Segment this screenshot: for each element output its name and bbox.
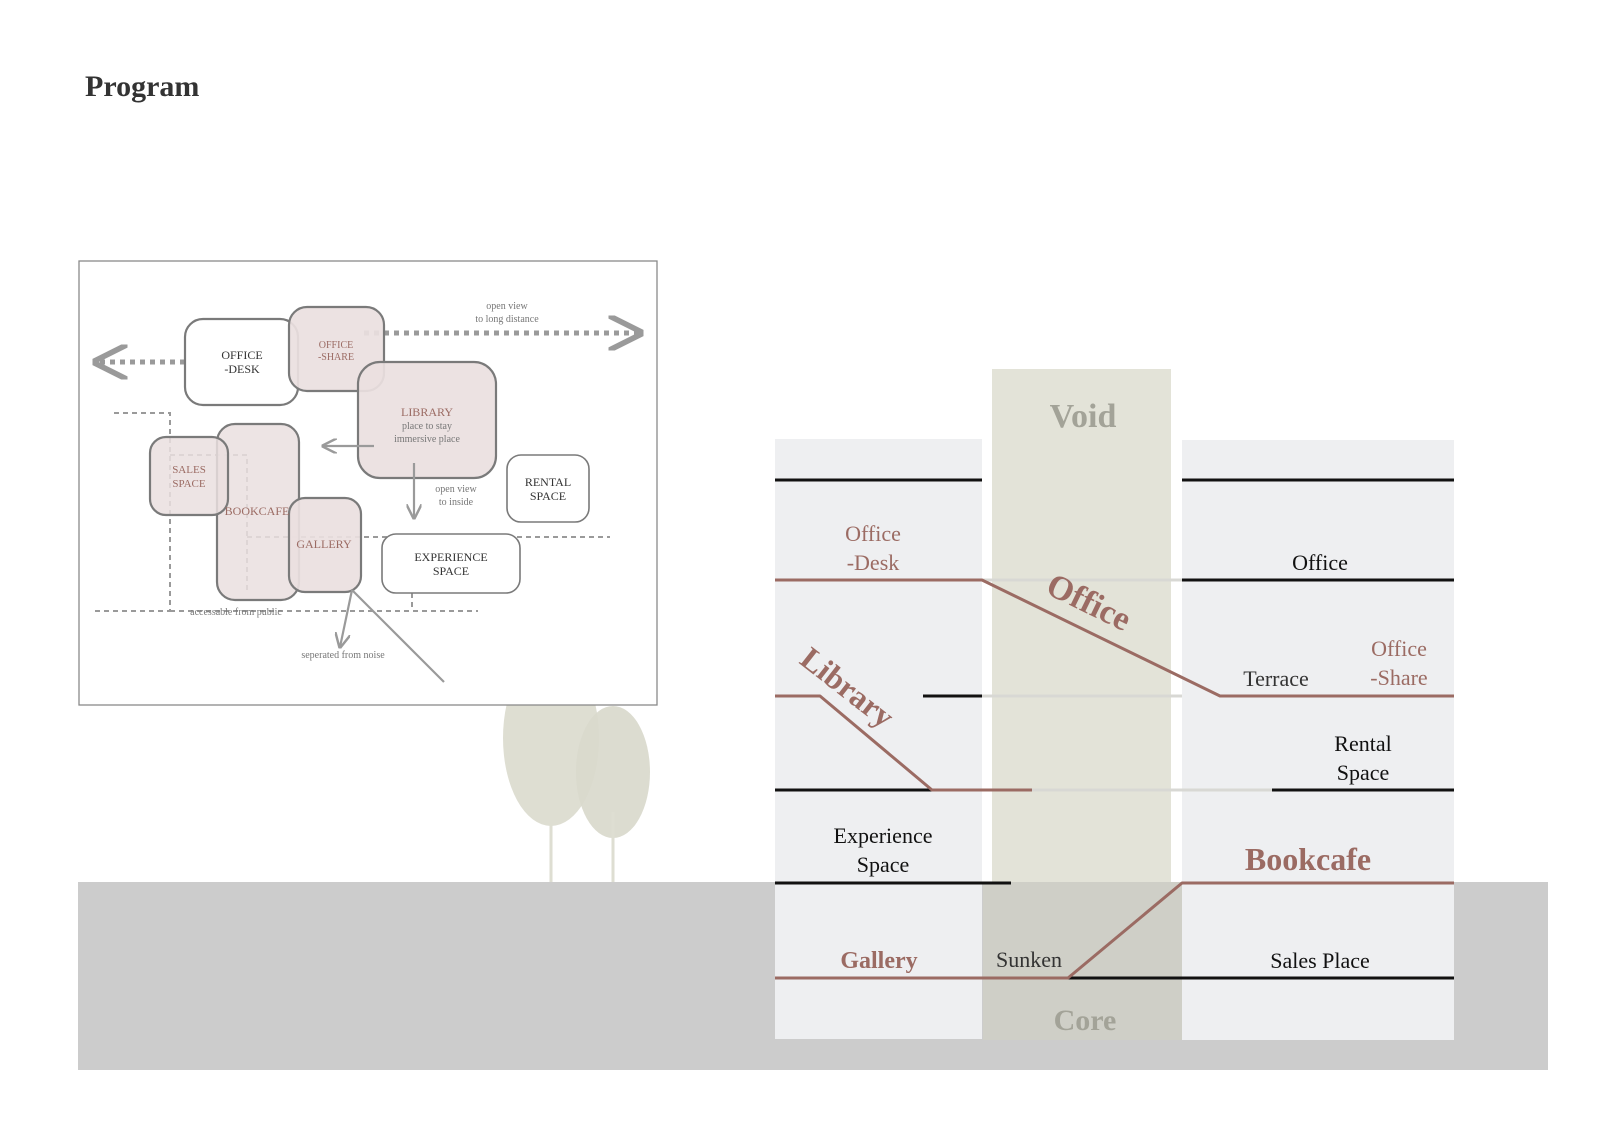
office-share-label: OFFICE-SHARE	[318, 340, 354, 363]
rental-space-section-line-2: Space	[1337, 760, 1390, 785]
bookcafe-label: BOOKCAFE	[225, 504, 290, 518]
section-right-block	[1182, 440, 1454, 1040]
library-line-1: LIBRARY	[401, 405, 453, 419]
sales-space-line-1: SALES	[172, 464, 206, 476]
rental-space-bubble	[506, 454, 590, 523]
void-column	[992, 369, 1171, 882]
gallery-down-arrow	[340, 589, 354, 647]
office-desk-section-line-2: -Desk	[847, 550, 900, 575]
office-share-section-label: Office -Share	[1370, 636, 1427, 690]
sales-place-label: Sales Place	[1270, 948, 1370, 973]
gallery-label: GALLERY	[296, 537, 352, 551]
tree-canopy-small	[576, 706, 650, 838]
separated-label: seperated from noise	[301, 650, 385, 661]
library-bubble	[356, 360, 498, 480]
core-label: Core	[1054, 1004, 1117, 1037]
rental-space-line-2: SPACE	[530, 489, 566, 503]
open-view-inside-line-2: to inside	[439, 497, 474, 508]
office-share-line-2: -SHARE	[318, 352, 354, 363]
open-view-long-line-1: open view	[486, 301, 528, 312]
library-line-3: immersive place	[394, 434, 460, 445]
sales-space-label: SALES SPACE	[172, 464, 206, 490]
library-program-line	[775, 694, 1032, 792]
office-share-section-line-1: Office	[1371, 636, 1427, 661]
rental-space-section-line-1: Rental	[1334, 731, 1391, 756]
sunken-label: Sunken	[996, 947, 1062, 972]
section-left-block	[775, 439, 982, 1039]
experience-space-section-line-2: Space	[857, 852, 910, 877]
experience-space-bubble	[381, 533, 521, 594]
library-line-2: place to stay	[402, 421, 452, 432]
office-program-line	[775, 578, 1454, 698]
experience-space-line-1: EXPERIENCE	[414, 550, 487, 564]
experience-space-line-2: SPACE	[433, 564, 469, 578]
gallery-bubble	[287, 496, 363, 594]
sales-space-line-2: SPACE	[172, 478, 206, 490]
gallery-section-label: Gallery	[840, 948, 917, 974]
void-floor-lines	[982, 578, 1272, 792]
open-view-long-line-2: to long distance	[475, 314, 539, 325]
section-diagram: Void Core Office -Desk Office Office Terr…	[775, 369, 1454, 1040]
open-view-long-label: open view to long distance	[475, 301, 539, 325]
office-share-section-line-2: -Share	[1370, 665, 1427, 690]
office-desk-section-label: Office -Desk	[845, 521, 901, 575]
office-desk-line-2: -DESK	[224, 362, 260, 376]
office-right-label: Office	[1292, 550, 1348, 575]
experience-space-section-line-1: Experience	[834, 823, 933, 848]
office-desk-section-line-1: Office	[845, 521, 901, 546]
open-view-inside-label: open view to inside	[435, 484, 477, 508]
office-desk-line-1: OFFICE	[221, 348, 262, 362]
floor-lines	[775, 478, 1454, 980]
sales-space-bubble	[148, 435, 230, 517]
page-title: Program	[85, 70, 200, 103]
bookcafe-section-label: Bookcafe	[1245, 841, 1371, 877]
open-view-inside-line-1: open view	[435, 484, 477, 495]
program-lines	[775, 578, 1454, 980]
void-label: Void	[1050, 398, 1117, 435]
rental-space-line-1: RENTAL	[525, 475, 571, 489]
core-column	[983, 882, 1182, 1040]
library-label: LIBRARY place to stay immersive place	[394, 405, 460, 445]
office-share-bubble	[287, 305, 386, 393]
bookcafe-program-line	[775, 881, 1454, 980]
office-desk-label: OFFICE-DESK	[221, 348, 262, 376]
office-share-line-1: OFFICE	[319, 340, 353, 351]
accessible-label: accessable from public	[190, 607, 282, 618]
terrace-label: Terrace	[1243, 666, 1309, 691]
noise-diagonal-line	[351, 589, 445, 683]
